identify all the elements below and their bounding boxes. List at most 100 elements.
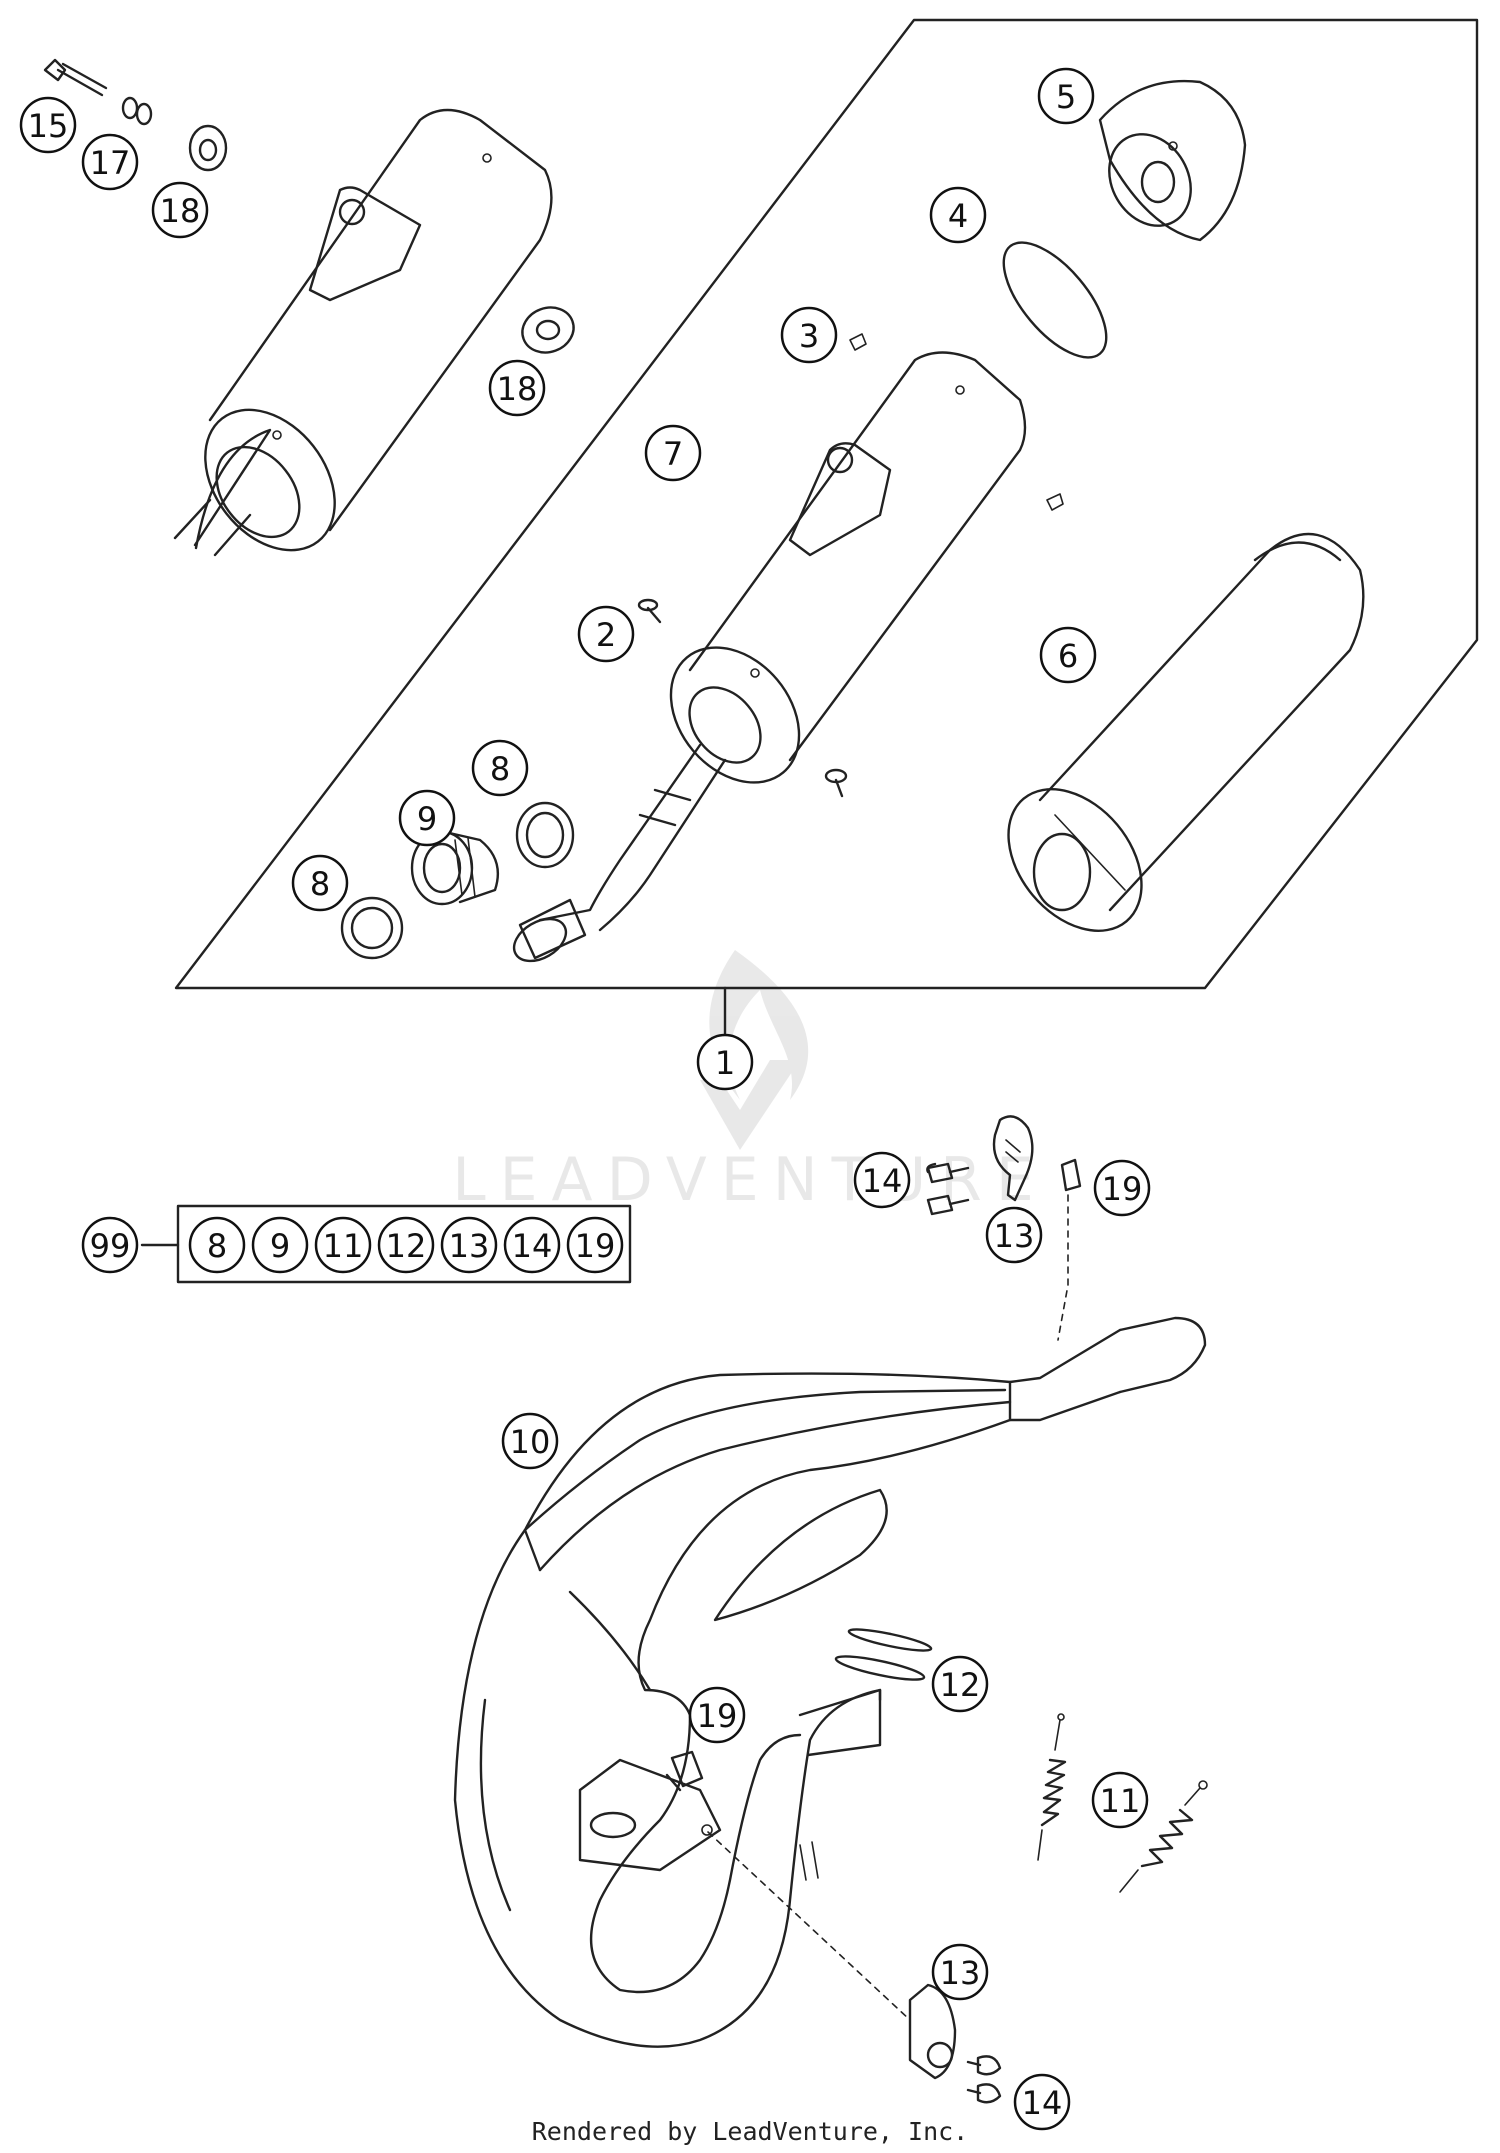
callout-c14b: 14 (1013, 2073, 1071, 2131)
screw-bottom (824, 768, 848, 798)
callout-c8b: 8 (471, 739, 529, 797)
kit-item-19: 19 (566, 1216, 624, 1274)
callout-label: 10 (510, 1423, 551, 1461)
callout-c14a: 14 (853, 1151, 911, 1209)
watermark-text: LEADVENTURE (452, 1145, 1048, 1215)
gasket-8-right (515, 801, 575, 869)
kit-item-9: 9 (251, 1216, 309, 1274)
clamp-13-top (992, 1115, 1034, 1202)
callout-label: 18 (497, 370, 538, 408)
callout-label: 7 (663, 435, 683, 473)
callout-circle (1093, 1159, 1151, 1217)
bolt-15 (43, 58, 108, 97)
bracket-19-top (1057, 1158, 1082, 1341)
kit-item-label: 9 (270, 1227, 290, 1265)
installed-silencer (173, 108, 553, 557)
outer-sleeve-6 (1007, 532, 1365, 932)
callout-c12: 12 (931, 1655, 989, 1713)
screw-2 (637, 598, 662, 624)
gasket-12b (834, 1655, 926, 1681)
callout-label: 13 (994, 1217, 1035, 1255)
callout-circle (81, 133, 139, 191)
callout-circle (19, 96, 77, 154)
gasket-8-left (340, 896, 404, 960)
callout-circle (985, 1206, 1043, 1264)
callout-label: 18 (160, 192, 201, 230)
callout-c19a: 19 (1093, 1159, 1151, 1217)
kit-item-circle (566, 1216, 624, 1274)
kit-item-label: 11 (323, 1227, 364, 1265)
kit-item-11: 11 (314, 1216, 372, 1274)
callout-label: 14 (1022, 2084, 1063, 2122)
callout-circle (780, 306, 838, 364)
washers-17 (121, 96, 153, 126)
callout-circle (1091, 1771, 1149, 1829)
callout-label: 4 (948, 197, 968, 235)
callout-c4: 4 (929, 186, 987, 244)
callout-label: 11 (1100, 1782, 1141, 1820)
callout-circle (151, 181, 209, 239)
callout-circle (931, 1655, 989, 1713)
grommet-18-top (188, 124, 228, 172)
callout-circle (853, 1151, 911, 1209)
grommet-18-mid (521, 306, 575, 354)
callout-c13a: 13 (985, 1206, 1043, 1264)
callout-c13b: 13 (931, 1943, 989, 2001)
callout-c17: 17 (81, 133, 139, 191)
kit-item-label: 8 (207, 1227, 227, 1265)
kit-item-circle (503, 1216, 561, 1274)
bolts-14-lower (966, 2055, 1002, 2104)
callout-circle (1039, 626, 1097, 684)
clamp-13-lower (908, 1983, 957, 2080)
callout-c11: 11 (1091, 1771, 1149, 1829)
callout-circle (1037, 67, 1095, 125)
callout-circle (696, 1033, 754, 1091)
callout-c9: 9 (398, 789, 456, 847)
o-ring-4 (1002, 241, 1108, 359)
bolts-14-top (926, 1162, 970, 1216)
kit-item-circle (377, 1216, 435, 1274)
callout-c15: 15 (19, 96, 77, 154)
callout-circle (291, 854, 349, 912)
callout-circle (488, 359, 546, 417)
kit-item-8: 8 (188, 1216, 246, 1274)
callout-c6: 6 (1039, 626, 1097, 684)
dashed-mount-line (707, 1831, 911, 2021)
callout-c2: 2 (577, 605, 635, 663)
footer-credit: Rendered by LeadVenture, Inc. (531, 2117, 969, 2146)
bracket-19-lower (665, 1750, 704, 1792)
callout-c8a: 8 (291, 854, 349, 912)
kit-item-14: 14 (503, 1216, 561, 1274)
springs-11 (1037, 1713, 1208, 1893)
callout-label: 5 (1056, 78, 1076, 116)
callout-circle (688, 1686, 746, 1744)
kit-item-label: 12 (386, 1227, 427, 1265)
end-cap-5 (1098, 79, 1247, 242)
callout-label: 14 (862, 1162, 903, 1200)
silencer-assembly-frame (174, 18, 1479, 990)
callout-circle (398, 789, 456, 847)
callout-c1: 1 (696, 1033, 754, 1091)
callout-c19b: 19 (688, 1686, 746, 1744)
callout-c99: 99 (81, 1216, 139, 1274)
callout-circle (931, 1943, 989, 2001)
kit-item-circle (188, 1216, 246, 1274)
kit-item-circle (314, 1216, 372, 1274)
leadventure-watermark: LEADVENTURE (452, 950, 1048, 1215)
kit-99-box (140, 1204, 632, 1284)
callout-c3: 3 (780, 306, 838, 364)
callout-label: 15 (28, 107, 69, 145)
kit-item-circle (251, 1216, 309, 1274)
callout-circle (501, 1412, 559, 1470)
callout-label: 19 (697, 1697, 738, 1735)
exhaust-pipe-10 (453, 1316, 1207, 2048)
kit-item-label: 13 (449, 1227, 490, 1265)
callout-label: 3 (799, 317, 819, 355)
callout-circle (81, 1216, 139, 1274)
callout-circle (1013, 2073, 1071, 2131)
callout-label: 99 (90, 1227, 131, 1265)
callout-c10: 10 (501, 1412, 559, 1470)
kit-item-circle (440, 1216, 498, 1274)
